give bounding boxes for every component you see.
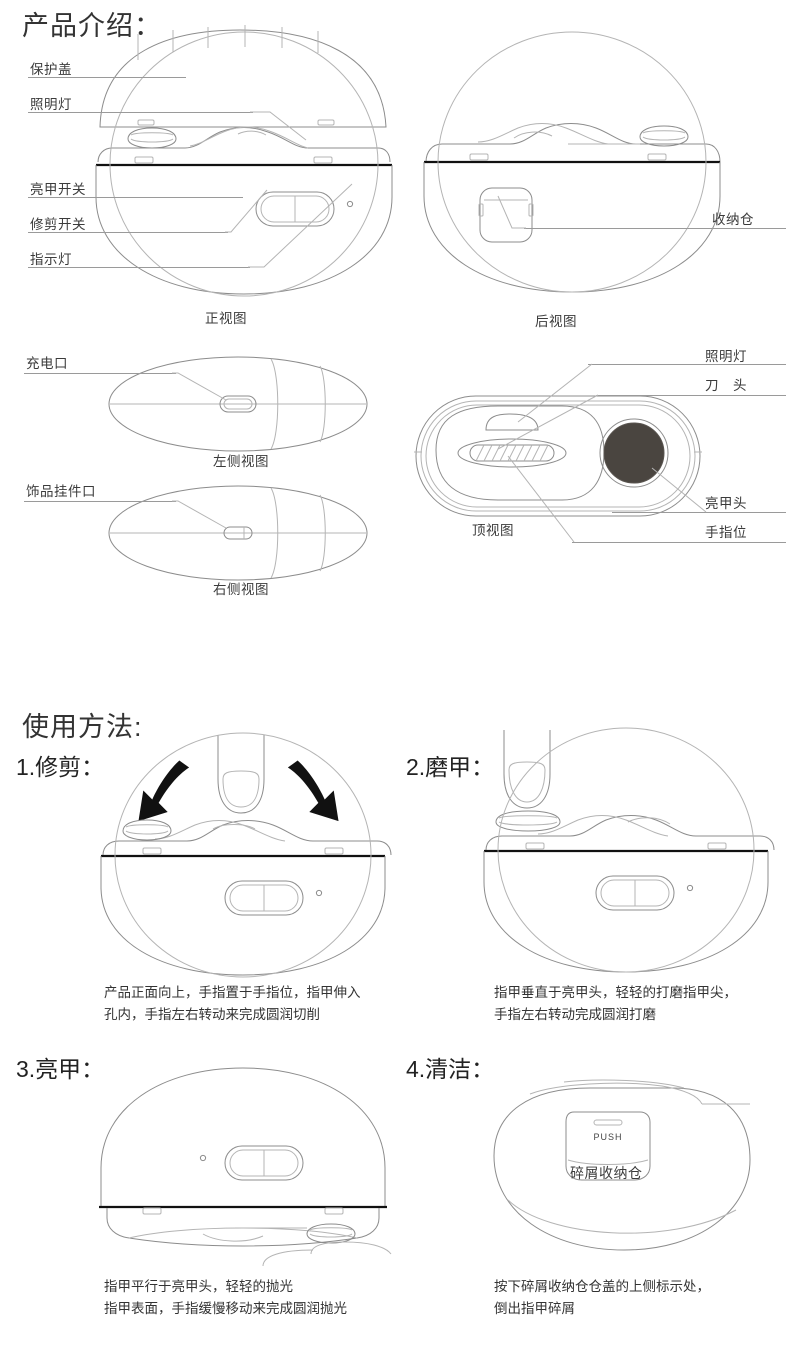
right-side-view-diagram: [108, 485, 368, 581]
leader-line-lighting-lamp-top: [588, 364, 786, 365]
label-lighting-lamp-front: 照明灯: [30, 97, 72, 112]
step-2-caption-line2: 手指左右转动完成圆润打磨: [494, 1007, 656, 1022]
leader-elbow-trim-switch: [225, 189, 268, 233]
leader-line-polish-switch: [28, 197, 243, 198]
step-4-title: 4.清洁：: [406, 1056, 495, 1082]
leader-line-charging-port: [24, 373, 176, 374]
step-2-caption-line1: 指甲垂直于亮甲头，轻轻的打磨指甲尖，: [494, 985, 737, 1000]
leader-elbow-finger-position: [507, 455, 575, 543]
top-view-name: 顶视图: [472, 523, 514, 538]
label-finger-position: 手指位: [705, 525, 747, 540]
left-side-view-name: 左侧视图: [213, 454, 269, 469]
step-4-diagram: PUSH: [493, 1079, 751, 1251]
label-protective-cover: 保护盖: [30, 62, 72, 77]
leader-line-polish-head: [612, 512, 786, 513]
leader-line-lighting-lamp-front: [28, 112, 253, 113]
step-4-diagram-label: 碎屑收纳仓: [570, 1165, 643, 1181]
leader-elbow-indicator: [248, 183, 353, 268]
leader-line-finger-position: [572, 542, 786, 543]
leader-elbow-accessory-hole: [172, 500, 227, 529]
step-4-caption-line2: 倒出指甲碎屑: [494, 1301, 575, 1316]
rear-view-diagram: [423, 31, 721, 293]
step-1-title: 1.修剪：: [16, 754, 105, 780]
step-1-diagram: [100, 732, 392, 978]
right-side-view-name: 右侧视图: [213, 582, 269, 597]
label-polish-head: 亮甲头: [705, 496, 747, 511]
leader-line-storage-compartment: [524, 228, 786, 229]
leader-elbow-blade-head: [497, 394, 599, 450]
label-charging-port: 充电口: [26, 356, 68, 371]
leader-elbow-charging-port: [172, 372, 227, 401]
leader-elbow-lighting-front: [250, 111, 307, 141]
label-indicator-light: 指示灯: [30, 252, 72, 267]
left-side-view-diagram: [108, 356, 368, 452]
label-accessory-hole: 饰品挂件口: [26, 484, 96, 499]
step-1-caption-line2: 孔内，手指左右转动来完成圆润切削: [104, 1007, 320, 1022]
front-view-name: 正视图: [205, 311, 247, 326]
top-view-diagram: [414, 395, 702, 517]
step-4-caption-line1: 按下碎屑收纳仓仓盖的上侧标示处，: [494, 1279, 710, 1294]
label-blade-head: 刀 头: [705, 378, 747, 393]
rear-view-name: 后视图: [535, 314, 577, 329]
step-1-caption-line1: 产品正面向上，手指置于手指位，指甲伸入: [104, 985, 361, 1000]
step-3-title: 3.亮甲：: [16, 1056, 105, 1082]
step-3-caption-line1: 指甲平行于亮甲头，轻轻的抛光: [104, 1279, 293, 1294]
step-2-title: 2.磨甲：: [406, 754, 495, 780]
leader-line-indicator-light: [28, 267, 250, 268]
usage-title: 使用方法:: [22, 712, 143, 742]
label-storage-compartment: 收纳仓: [712, 212, 754, 227]
leader-line-accessory-hole: [24, 501, 176, 502]
step-2-diagram: [483, 727, 775, 973]
label-polish-switch: 亮甲开关: [30, 182, 86, 197]
label-lighting-lamp-top: 照明灯: [705, 349, 747, 364]
step-3-caption-line2: 指甲表面，手指缓慢移动来完成圆润抛光: [104, 1301, 347, 1316]
step-3-diagram: [99, 1067, 392, 1267]
front-view-diagram: [95, 25, 393, 297]
label-trim-switch: 修剪开关: [30, 217, 86, 232]
leader-elbow-storage: [497, 195, 526, 229]
leader-line-blade-head: [596, 395, 786, 396]
push-text: PUSH: [593, 1132, 622, 1142]
leader-line-protective-cover: [28, 77, 186, 78]
leader-line-trim-switch: [28, 232, 228, 233]
leader-elbow-polish-head: [651, 467, 707, 513]
leader-elbow-lamp-top: [517, 363, 593, 423]
